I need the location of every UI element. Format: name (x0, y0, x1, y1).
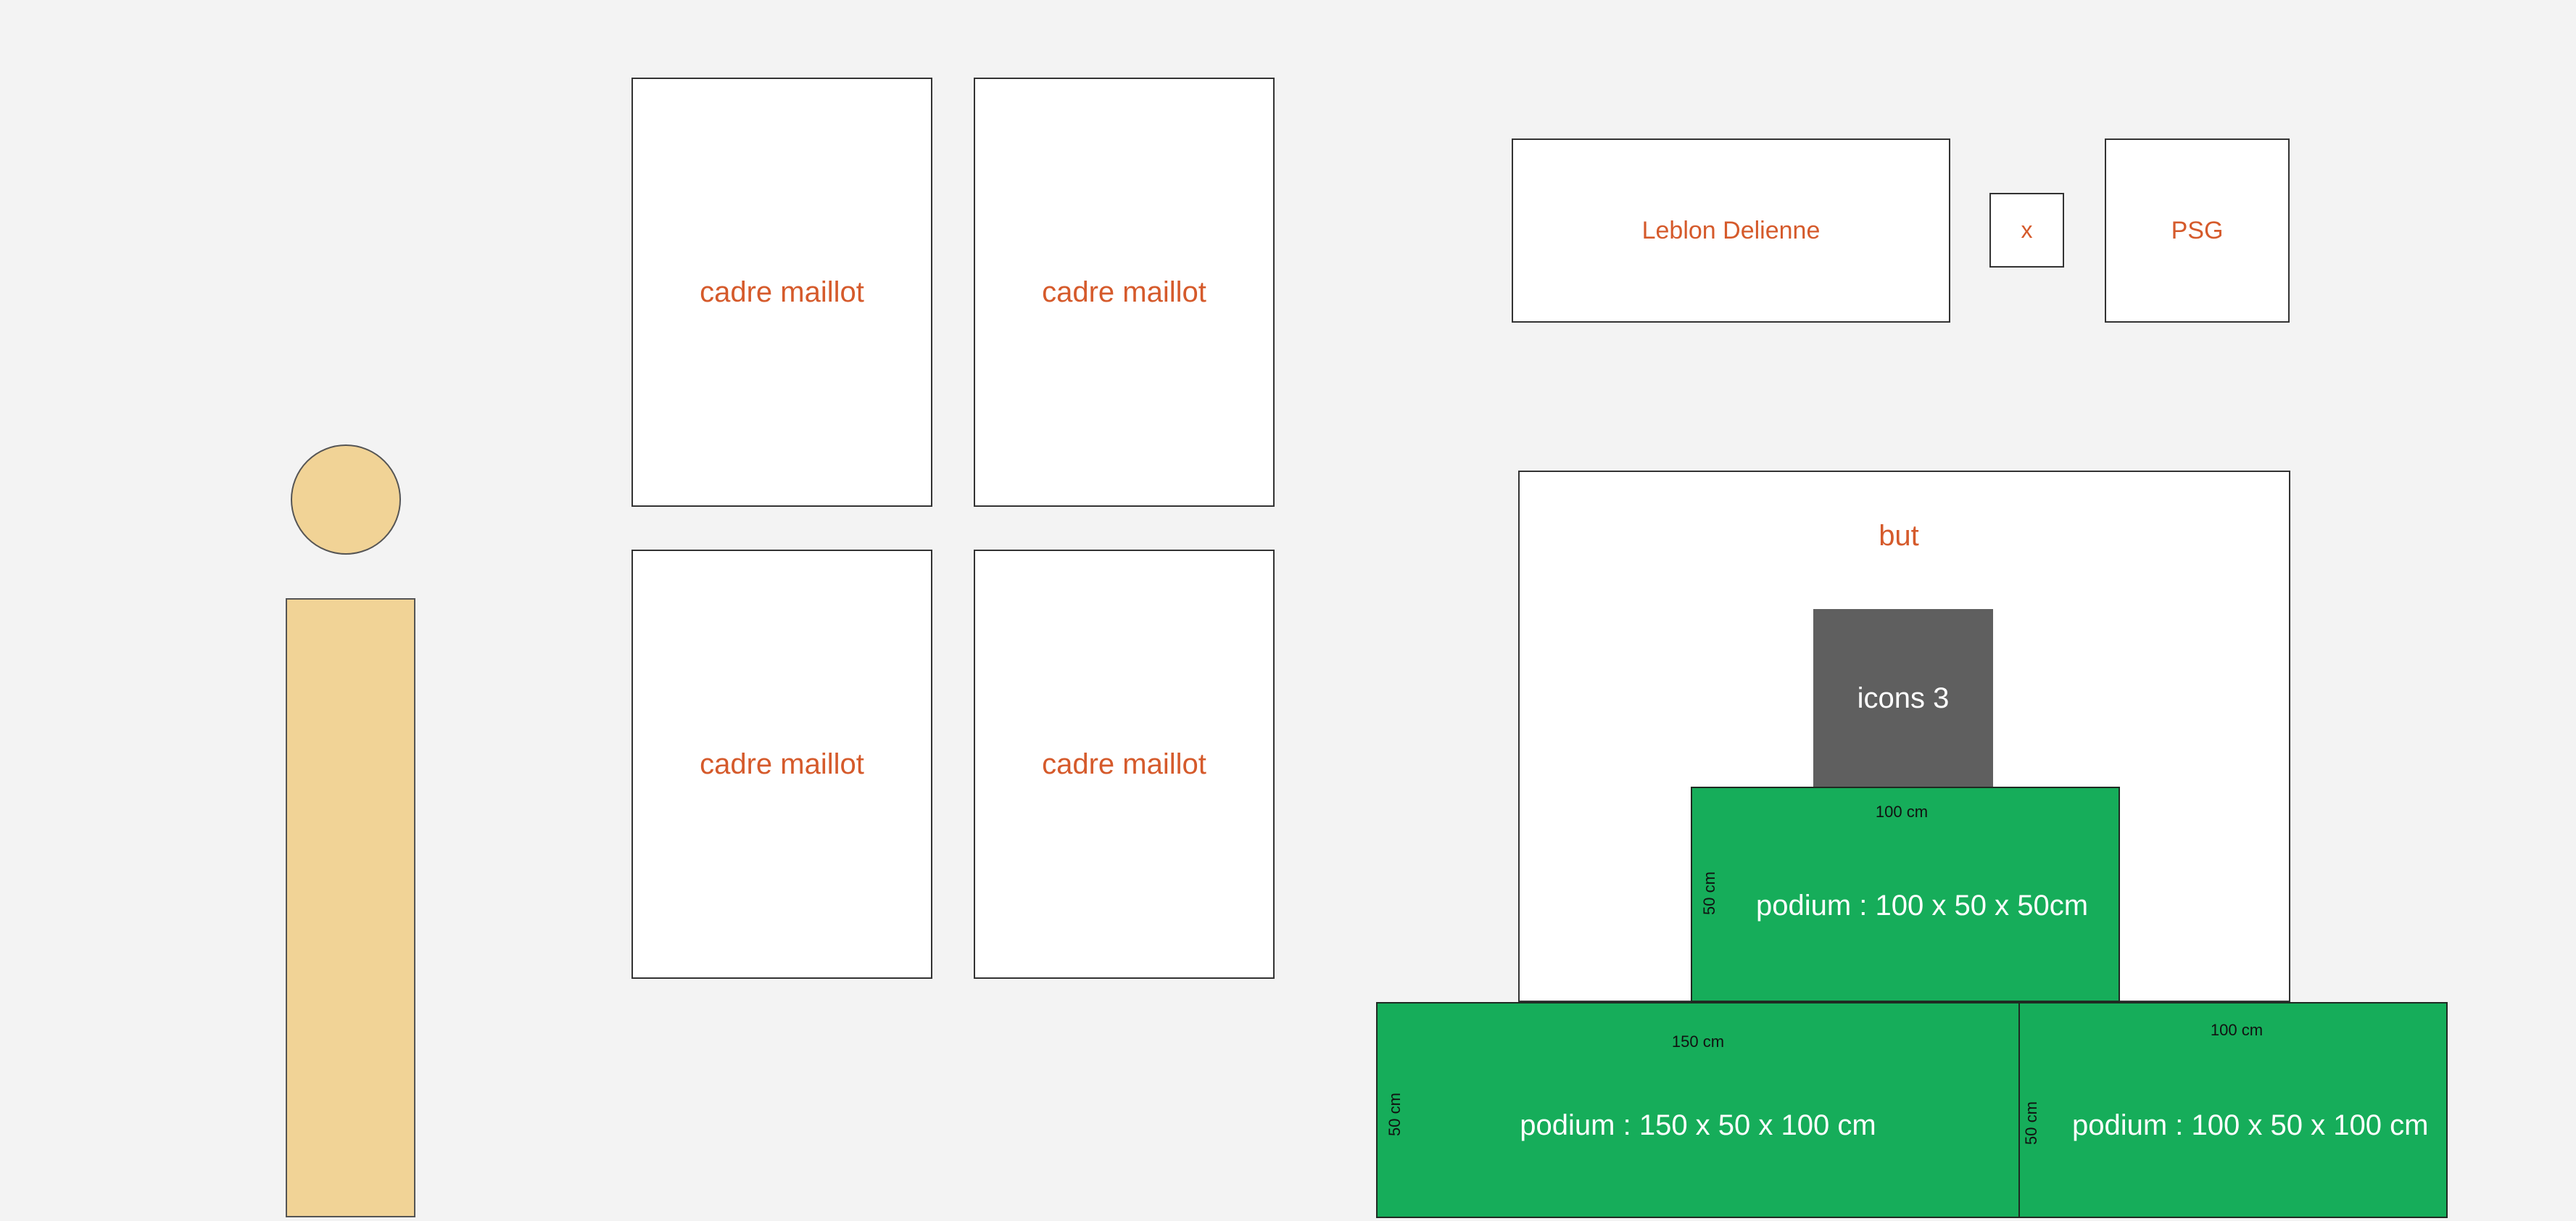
podium-left-label: podium : 150 x 50 x 100 cm (1520, 1109, 1876, 1141)
icons-block: icons 3 (1813, 609, 1993, 788)
separator-label: x (2021, 217, 2033, 243)
jersey-frame-top-right: cadre maillot (974, 78, 1275, 507)
person-body (286, 598, 415, 1217)
brand-label: Leblon Delienne (1641, 216, 1821, 244)
club-label: PSG (2171, 216, 2224, 244)
club-box: PSG (2105, 138, 2290, 323)
podium-top-width-label: 100 cm (1875, 803, 1929, 821)
jersey-frame-label: cadre maillot (1042, 276, 1206, 308)
separator-box: x (1989, 193, 2064, 268)
person-head (291, 444, 401, 555)
jersey-frame-label: cadre maillot (700, 276, 864, 308)
jersey-frame-bottom-left: cadre maillot (631, 550, 932, 979)
podium-left-width-label: 150 cm (1671, 1032, 1725, 1051)
podium-top-height-label: 50 cm (1700, 872, 1718, 915)
podium-right: 100 cm 50 cm podium : 100 x 50 x 100 cm (2018, 1002, 2448, 1218)
jersey-frame-bottom-right: cadre maillot (974, 550, 1275, 979)
jersey-frame-label: cadre maillot (1042, 748, 1206, 780)
podium-left: 150 cm 50 cm podium : 150 x 50 x 100 cm (1376, 1002, 2020, 1218)
jersey-frame-label: cadre maillot (700, 748, 864, 780)
podium-top-label: podium : 100 x 50 x 50cm (1756, 890, 2089, 922)
podium-top: 100 cm 50 cm podium : 100 x 50 x 50cm (1691, 787, 2120, 1002)
jersey-frame-top-left: cadre maillot (631, 78, 932, 507)
podium-right-height-label: 50 cm (2022, 1101, 2040, 1145)
podium-right-width-label: 100 cm (2210, 1021, 2264, 1039)
podium-right-label: podium : 100 x 50 x 100 cm (2072, 1109, 2429, 1141)
goal-label: but (1879, 520, 1919, 552)
icons-block-label: icons 3 (1857, 682, 1950, 714)
brand-box: Leblon Delienne (1512, 138, 1950, 323)
